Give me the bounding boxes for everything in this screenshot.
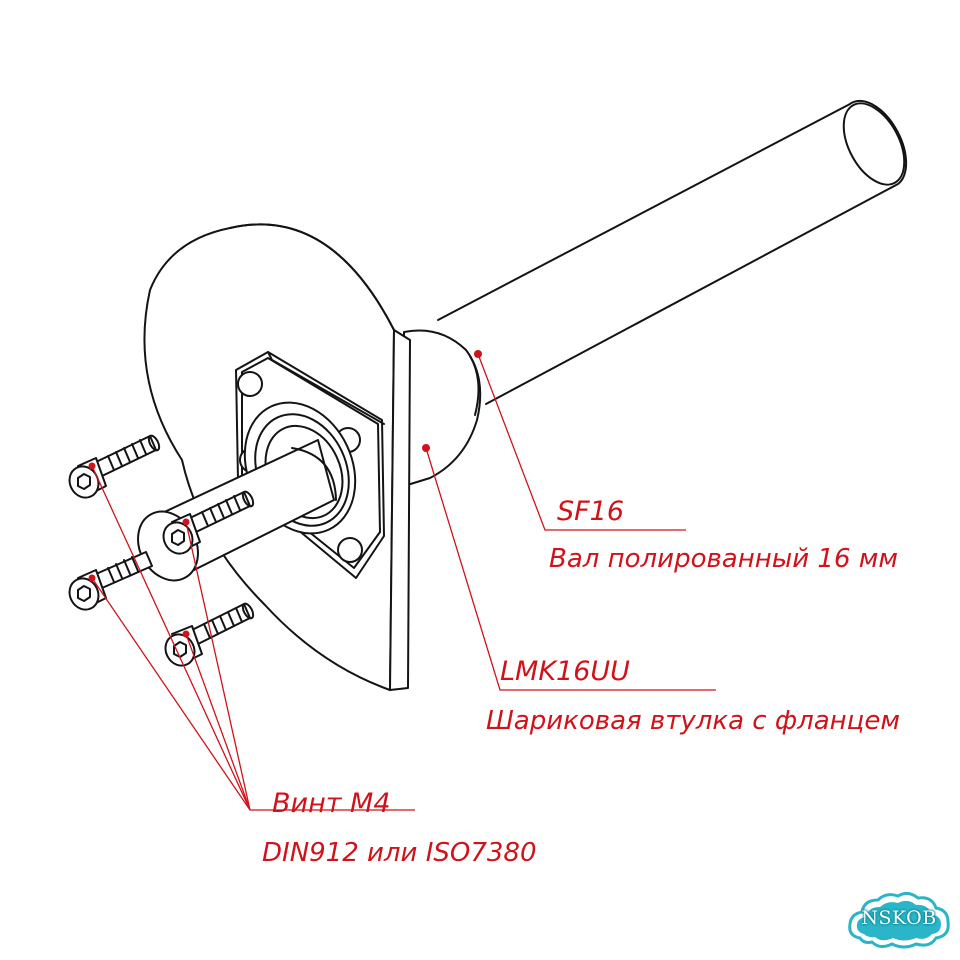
bearing-code-label: LMK16UU	[500, 656, 630, 687]
nskob-logo: NSKOB	[846, 890, 952, 952]
cloud-logo-icon	[848, 891, 950, 949]
shaft	[437, 99, 908, 405]
callout-dots	[88, 350, 482, 638]
logo-text: NSKOB	[861, 907, 937, 929]
shaft-description-label: Вал полированный 16 мм	[549, 544, 899, 574]
screw-3	[68, 551, 153, 611]
callout-leaders	[91, 353, 716, 811]
shaft-code-label: SF16	[557, 496, 625, 527]
bearing-description-label: Шариковая втулка с фланцем	[486, 706, 900, 736]
screw-description-label: DIN912 или ISO7380	[262, 838, 537, 868]
bearing-body	[403, 329, 482, 487]
screw-code-label: Винт М4	[272, 788, 391, 819]
screw-4	[164, 602, 255, 667]
screw-1	[68, 434, 161, 499]
screw-2	[162, 490, 255, 555]
